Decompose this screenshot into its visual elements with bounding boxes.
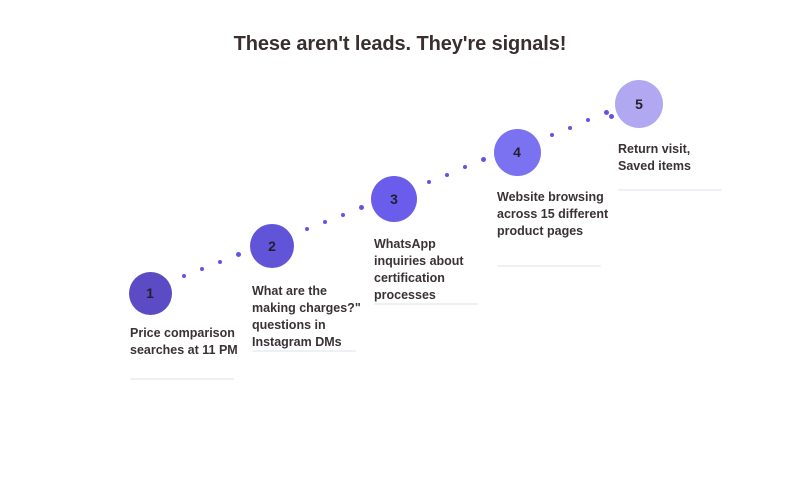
step-divider-5 — [618, 189, 722, 191]
step-label-2: What are the making charges?" questions … — [252, 284, 361, 349]
step-label-3: WhatsApp inquiries about certification p… — [374, 237, 464, 302]
step-divider-4 — [497, 265, 601, 267]
step-marker-1[interactable]: 1 — [128, 271, 172, 315]
step-marker-2[interactable]: 2 — [250, 224, 294, 268]
step-label-5: Return visit, Saved items — [618, 142, 691, 173]
step-marker-5[interactable]: 5 — [615, 80, 663, 128]
page-title: These aren't leads. They're signals! — [233, 33, 567, 55]
step-label-1: Price comparison searches at 11 PM — [130, 326, 238, 357]
step-divider-2 — [252, 350, 356, 352]
step-marker-3[interactable]: 3 — [371, 176, 417, 222]
step-divider-3 — [374, 303, 478, 305]
step-label-4: Website browsing across 15 different pro… — [497, 190, 609, 238]
step-divider-1 — [130, 378, 234, 380]
step-marker-4[interactable]: 4 — [493, 128, 541, 176]
